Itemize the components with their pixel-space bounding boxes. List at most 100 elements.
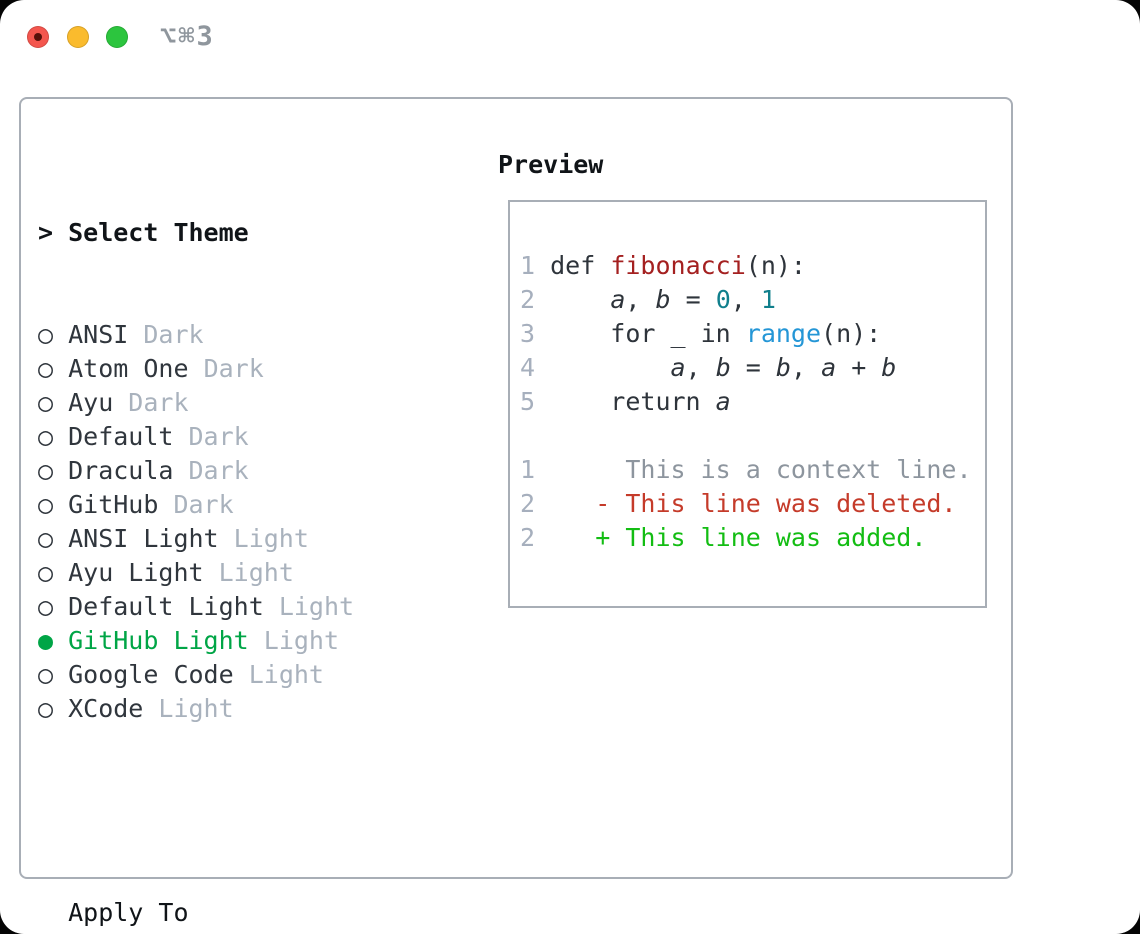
theme-variant-tag: Light <box>248 660 324 689</box>
theme-name: XCode <box>68 694 144 723</box>
theme-variant-tag: Light <box>233 524 309 553</box>
radio-icon: ○ <box>38 558 54 587</box>
line-number: 2 <box>520 285 536 314</box>
token-plain: (n): <box>745 251 806 280</box>
select-theme-heading: > Select Theme <box>38 216 478 250</box>
theme-name: Default <box>68 422 174 451</box>
radio-icon: ○ <box>38 694 54 723</box>
keyboard-shortcut-label: ⌥⌘3 <box>160 21 215 52</box>
select-theme-title: Select Theme <box>68 218 249 247</box>
theme-variant-tag: Dark <box>188 456 249 485</box>
token-plain: , <box>685 353 716 382</box>
token-plain: + <box>836 353 882 382</box>
theme-variant-tag: Light <box>278 592 355 621</box>
radio-icon: ○ <box>38 320 54 349</box>
token-number: 1 <box>760 285 776 314</box>
minimize-button[interactable] <box>67 26 89 48</box>
token-variable: b <box>775 353 791 382</box>
theme-variant-tag: Dark <box>143 320 204 349</box>
prompt-icon: > <box>38 218 54 247</box>
token-number: 0 <box>715 285 731 314</box>
theme-name: Ayu <box>68 388 114 417</box>
token-plain: , <box>790 353 822 382</box>
preview-heading: Preview <box>498 150 604 179</box>
code-line: 1 This is a context line. <box>520 453 985 487</box>
code-line: 2 a, b = 0, 1 <box>520 283 985 317</box>
line-number: 2 <box>520 523 536 552</box>
theme-name: Ayu Light <box>68 558 204 587</box>
token-plain: = <box>670 285 716 314</box>
theme-variant-tag: Dark <box>188 422 249 451</box>
token-function: fibonacci <box>610 251 746 280</box>
radio-icon: ○ <box>38 524 54 553</box>
spacer-row <box>38 794 478 828</box>
line-number: 5 <box>520 387 536 416</box>
code-line: 1 def fibonacci(n): <box>520 249 985 283</box>
theme-option-ayu-light[interactable]: ○ Ayu Light Light <box>38 556 478 590</box>
radio-icon: ○ <box>38 388 54 417</box>
radio-selected-icon: ● <box>38 626 54 655</box>
theme-name: ANSI Light <box>68 524 219 553</box>
theme-variant-tag: Dark <box>128 388 189 417</box>
theme-option-default[interactable]: ○ Default Dark <box>38 420 478 454</box>
titlebar: ⌥⌘3 <box>0 0 1140 74</box>
theme-option-ayu[interactable]: ○ Ayu Dark <box>38 386 478 420</box>
radio-icon: ○ <box>38 456 54 485</box>
token-builtin: range <box>745 319 822 348</box>
token-plain: (n): <box>821 319 882 348</box>
token-context: This is a context line. <box>535 455 972 484</box>
theme-variant-tag: Light <box>263 626 340 655</box>
theme-name: ANSI <box>68 320 129 349</box>
zoom-button[interactable] <box>106 26 128 48</box>
code-line: 3 for _ in range(n): <box>520 317 985 351</box>
token-plain <box>535 285 610 314</box>
token-plain: def <box>535 251 611 280</box>
apply-to-heading: Apply To <box>68 898 189 927</box>
theme-option-ansi[interactable]: ○ ANSI Dark <box>38 318 478 352</box>
theme-option-github[interactable]: ○ GitHub Dark <box>38 488 478 522</box>
code-line: 5 return a <box>520 385 985 419</box>
token-plain: for _ in <box>535 319 746 348</box>
radio-icon: ○ <box>38 592 54 621</box>
theme-variant-tag: Dark <box>173 490 234 519</box>
code-line: 4 a, b = b, a + b <box>520 351 985 385</box>
radio-icon: ○ <box>38 354 54 383</box>
radio-icon: ○ <box>38 422 54 451</box>
radio-icon: ○ <box>38 660 54 689</box>
code-blank-line <box>520 419 985 453</box>
code-line: 2 + This line was added. <box>520 521 985 555</box>
theme-option-github-light[interactable]: ● GitHub Light Light <box>38 624 478 658</box>
theme-name: GitHub <box>68 490 159 519</box>
theme-option-google-code[interactable]: ○ Google Code Light <box>38 658 478 692</box>
theme-option-ansi-light[interactable]: ○ ANSI Light Light <box>38 522 478 556</box>
close-dot-icon <box>34 33 42 41</box>
theme-variant-tag: Light <box>218 558 294 587</box>
token-variable: a <box>610 285 626 314</box>
token-variable: b <box>881 353 897 382</box>
theme-name: GitHub Light <box>68 626 249 655</box>
token-added: + This line was added. <box>535 523 927 552</box>
line-number: 1 <box>520 251 536 280</box>
token-plain <box>535 353 670 382</box>
line-number: 2 <box>520 489 536 518</box>
theme-option-xcode[interactable]: ○ XCode Light <box>38 692 478 726</box>
token-variable: a <box>715 387 731 416</box>
theme-name: Google Code <box>68 660 234 689</box>
token-variable: a <box>670 353 686 382</box>
close-button[interactable] <box>27 26 49 48</box>
token-plain: = <box>730 353 776 382</box>
theme-variant-tag: Light <box>158 694 234 723</box>
line-number: 1 <box>520 455 536 484</box>
radio-icon: ○ <box>38 490 54 519</box>
token-plain: , <box>625 285 656 314</box>
theme-variant-tag: Dark <box>203 354 264 383</box>
line-number: 3 <box>520 319 536 348</box>
